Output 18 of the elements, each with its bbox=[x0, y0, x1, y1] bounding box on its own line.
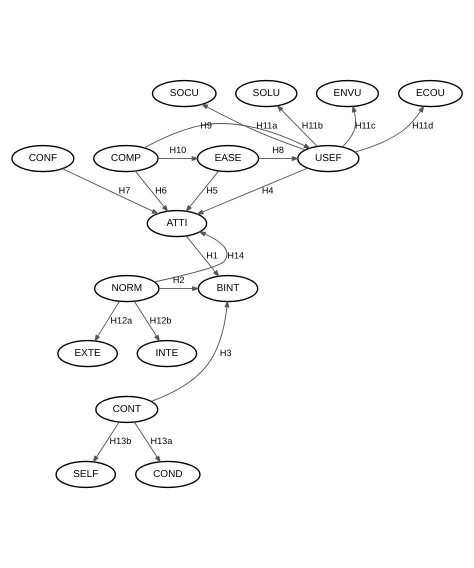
edge-label: H11a bbox=[256, 120, 278, 130]
edge-label: H7 bbox=[118, 185, 130, 196]
edge-label: H13a bbox=[150, 436, 172, 446]
edge-label: H14 bbox=[227, 250, 244, 260]
edge-label: H4 bbox=[262, 185, 274, 196]
edge-label: H12b bbox=[150, 315, 172, 326]
edge-label: H6 bbox=[155, 185, 167, 196]
edge-label: H1 bbox=[206, 250, 218, 260]
edge-label: H2 bbox=[172, 275, 185, 286]
edge-label: H8 bbox=[272, 145, 284, 156]
edge-label: H11c bbox=[354, 120, 376, 130]
edge-label: H11b bbox=[302, 120, 323, 130]
edge-label: H10 bbox=[170, 145, 186, 156]
edge-label: H13b bbox=[110, 436, 132, 446]
edge-label: H3 bbox=[220, 348, 232, 358]
edge-label: H12a bbox=[110, 315, 132, 326]
edge-label: H5 bbox=[206, 185, 218, 196]
edge-label: H11d bbox=[412, 120, 434, 130]
